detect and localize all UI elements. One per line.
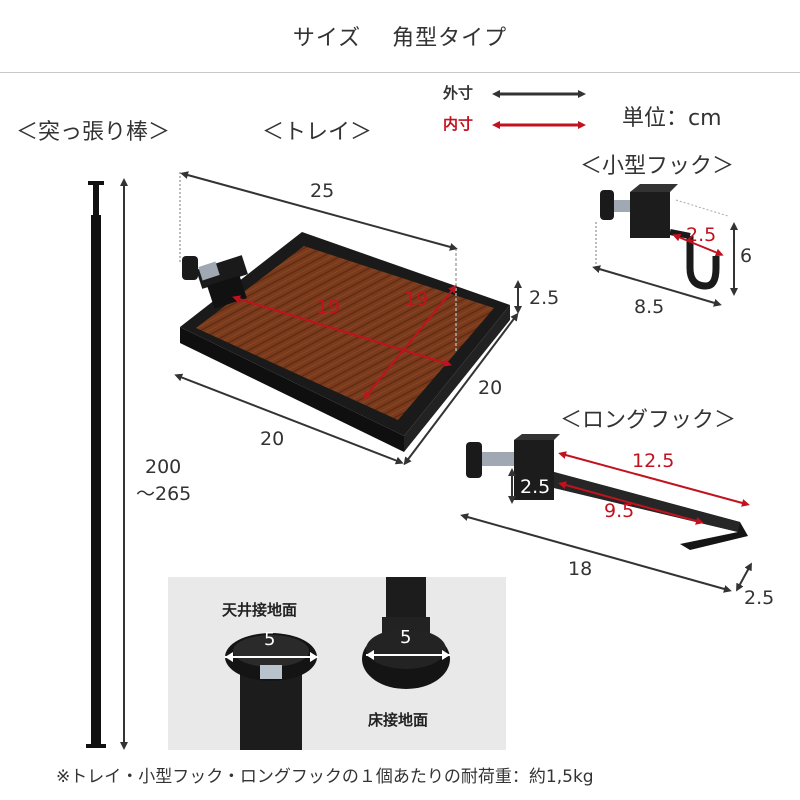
unit-label: 単位：cm: [622, 106, 722, 131]
small-hook-heading: ＜小型フック＞: [580, 154, 735, 179]
tray-inner-depth-arrow: [363, 284, 457, 400]
title-divider: [0, 72, 800, 73]
long-hook-end-height: 2.5: [744, 587, 775, 609]
long-hook-body: [466, 434, 748, 550]
tray-inner-width: 19: [316, 296, 341, 318]
long-hook-outer-arrow: [558, 451, 750, 507]
long-hook-total-length: 18: [568, 558, 593, 580]
floor-diameter-value: 5: [400, 627, 412, 648]
long-hook-outer-length: 12.5: [632, 450, 675, 472]
small-hook-width: 8.5: [634, 296, 665, 318]
small-hook-inner: 2.5: [686, 224, 717, 246]
tension-pole: [86, 181, 106, 748]
long-hook-inner-length: 9.5: [604, 500, 635, 522]
pole-height-min: 200: [145, 456, 182, 478]
tray-heading: ＜トレイ＞: [262, 120, 373, 145]
page-title: サイズ 角型タイプ: [292, 26, 508, 51]
legend-outer-label: 外寸: [443, 84, 474, 102]
tray-front-arrow: [174, 373, 404, 465]
contact-detail-panel: 天井接地面 床接地面 5 5: [168, 577, 506, 750]
small-hook-height: 6: [740, 245, 753, 267]
pole-heading: ＜突っ張り棒＞: [16, 120, 171, 145]
legend-inner-label: 内寸: [443, 115, 474, 133]
tray-outer-depth: 20: [478, 377, 503, 399]
load-capacity-note: ※トレイ・小型フック・ロングフックの１個あたりの耐荷重：約1,5kg: [56, 767, 594, 787]
pole-height-max: ～265: [136, 483, 192, 505]
tray-inner-depth: 19: [404, 288, 429, 310]
ceiling-diameter-value: 5: [264, 629, 276, 650]
floor-contact-label: 床接地面: [368, 711, 429, 729]
contact-detail-drawing: [225, 577, 450, 750]
long-hook-length-arrow: [460, 513, 732, 593]
tray-height: 2.5: [529, 287, 560, 309]
tray-depth-arrow: [403, 312, 519, 466]
ceiling-contact-label: 天井接地面: [222, 601, 298, 619]
long-hook-heading: ＜ロングフック＞: [560, 408, 737, 433]
small-hook-width-arrow: [592, 265, 722, 307]
tray-width-arrow: [180, 171, 458, 251]
long-hook-end-arrow: [736, 562, 752, 592]
long-hook-gap: 2.5: [520, 476, 551, 498]
tray-outer-width: 25: [310, 180, 335, 202]
tray-outer-front: 20: [260, 428, 285, 450]
ceiling-screw: [260, 665, 282, 679]
small-hook-inner-arrow: [672, 233, 724, 257]
tray-body: [180, 232, 510, 452]
